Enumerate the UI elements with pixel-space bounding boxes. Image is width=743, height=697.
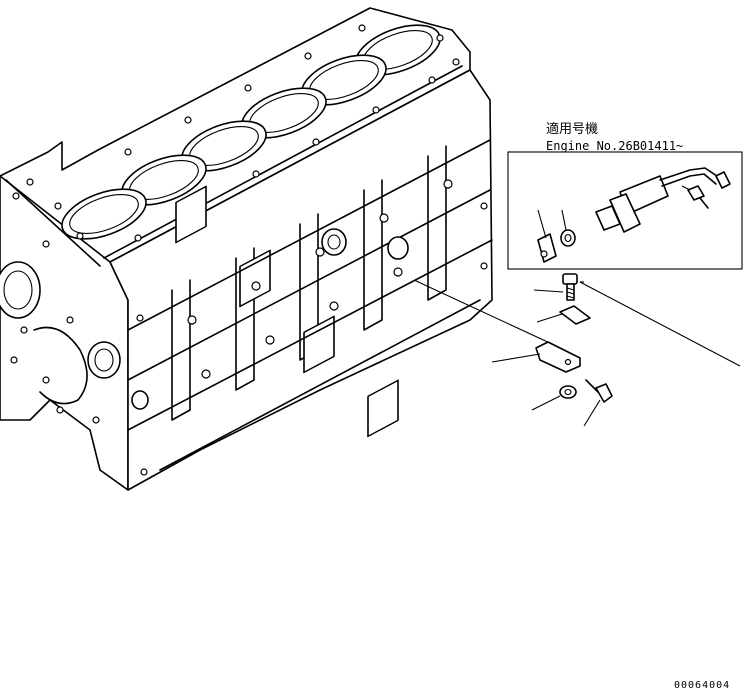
- sensor-body: [595, 167, 731, 233]
- cylinder-bores: [61, 24, 441, 240]
- inset-plug: [537, 233, 557, 263]
- detail-inset: 適用号機 Engine No.26B01411~: [507, 121, 743, 270]
- inset-washer: [560, 229, 576, 247]
- inset-bolt: [687, 185, 709, 209]
- mounting-bracket: [535, 341, 581, 373]
- applicability-engine-number: Engine No.26B01411~: [546, 139, 683, 153]
- block-end-face: [0, 261, 121, 424]
- applicability-title: 適用号機: [546, 121, 598, 137]
- bracket-assembly: [535, 273, 613, 403]
- front-face-bosses: [131, 202, 488, 476]
- main-bearing-caps: [171, 145, 453, 438]
- cylinder-block: [0, 7, 493, 491]
- bolt-lower: [585, 379, 613, 403]
- nut: [559, 385, 577, 399]
- spacer-plate: [559, 305, 591, 325]
- leader-lines: [413, 279, 741, 427]
- bolt-upper: [562, 273, 578, 301]
- drawing-number: 00064004: [674, 680, 730, 691]
